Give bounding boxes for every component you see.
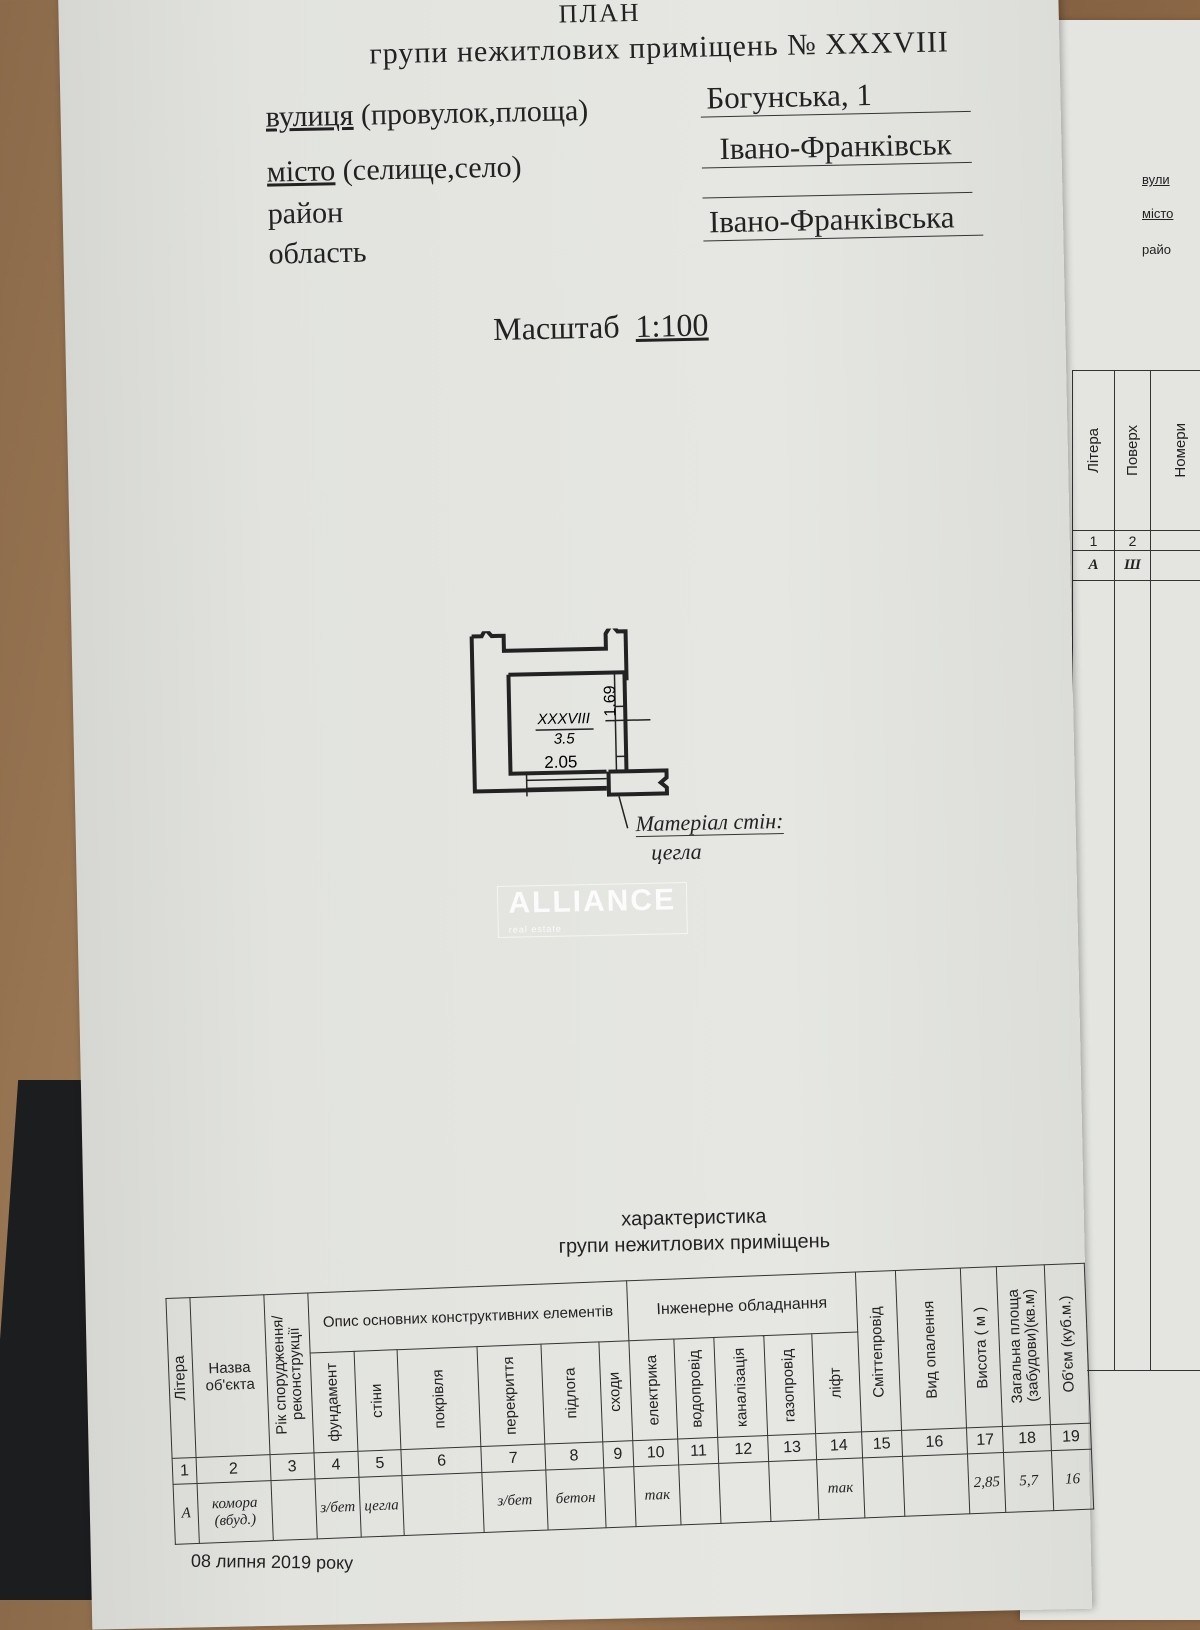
group-engineering: Інженерне обладнання — [656, 1294, 828, 1318]
column-number: 9 — [602, 1440, 634, 1468]
district-label: район — [267, 196, 344, 231]
right-page-line: вули — [1142, 172, 1170, 187]
column-number: 16 — [901, 1427, 968, 1457]
column-number: 4 — [313, 1451, 359, 1479]
column-header: сходи — [605, 1371, 625, 1412]
table-cell — [902, 1453, 971, 1517]
column-number: 8 — [544, 1441, 604, 1471]
column-header: Об'єм (куб.м.) — [1056, 1295, 1078, 1393]
table-cell — [270, 1478, 317, 1541]
table-cell — [679, 1463, 722, 1525]
table-cell: з/бет — [314, 1477, 361, 1539]
column-header: Літера — [171, 1355, 190, 1401]
document-page: ПЛАН групи нежитлових приміщень № XXXVII… — [58, 0, 1094, 1630]
table-cell — [768, 1459, 819, 1522]
column-header: газопровід — [779, 1347, 800, 1422]
table-cell — [603, 1466, 636, 1528]
city-label: місто — [266, 154, 336, 189]
watermark-brand: ALLIANCE — [508, 883, 677, 920]
number-cell: 2 — [1114, 530, 1151, 551]
table-cell: бетон — [545, 1467, 606, 1531]
column-number: 7 — [480, 1444, 546, 1473]
column-number: 3 — [269, 1452, 315, 1481]
column-number: 15 — [861, 1430, 903, 1458]
right-page-line: райо — [1142, 242, 1171, 257]
wall-material-label: Матеріал стін: — [635, 807, 784, 838]
region-value: Івано-Франківська — [702, 198, 984, 242]
header-cell: Літера — [1084, 428, 1102, 473]
table-cell — [862, 1456, 905, 1518]
room-area: 3.5 — [554, 730, 576, 747]
table-cell: так — [633, 1464, 682, 1527]
height-dimension: 1.69 — [602, 685, 620, 717]
characteristics-table: Літера Назва об'єкта Рік спорудження/ реко… — [165, 1263, 1094, 1545]
width-dimension: 2.05 — [544, 752, 577, 772]
column-header: Назва об'єкта — [205, 1358, 256, 1395]
table-cell: А — [173, 1483, 200, 1545]
column-number: 2 — [195, 1454, 271, 1484]
table-cell — [402, 1472, 485, 1536]
region-label: область — [268, 235, 367, 271]
room-number: XXXVIII — [536, 710, 590, 728]
right-page-line: місто — [1142, 206, 1174, 221]
column-number: 18 — [1002, 1424, 1052, 1453]
plan-title-top: ПЛАН — [558, 0, 641, 29]
column-header: каналізація — [730, 1346, 751, 1427]
district-value — [702, 170, 973, 199]
table-cell: 16 — [1051, 1449, 1094, 1511]
column-header: стіни — [367, 1382, 387, 1418]
scale-label: Масштаб — [492, 308, 620, 347]
table-cell: цегла — [358, 1475, 405, 1538]
city-value: Івано-Франківськ — [701, 125, 972, 169]
column-number: 6 — [401, 1446, 482, 1476]
group-construction: Опис основних конструктивних елементів — [322, 1302, 614, 1332]
column-number: 5 — [357, 1449, 403, 1478]
street-label: вулиця — [265, 98, 354, 134]
column-number: 11 — [678, 1437, 719, 1465]
wall-material-value: цегла — [650, 838, 702, 865]
column-header: перекриття — [500, 1355, 521, 1435]
header-cell: Поверх — [1123, 425, 1141, 476]
column-number: 19 — [1050, 1423, 1092, 1451]
column-number: 17 — [966, 1426, 1004, 1454]
floor-plan: XXXVIII 3.5 2.05 1.69 — [469, 624, 670, 829]
column-number: 13 — [767, 1433, 817, 1462]
column-number: 10 — [632, 1438, 680, 1467]
column-number: 14 — [815, 1431, 863, 1460]
watermark-sub: real estate — [508, 923, 562, 935]
street-hint: (провулок,площа) — [360, 93, 589, 132]
cell: Ш — [1114, 550, 1151, 581]
column-header: фундамент — [323, 1362, 344, 1442]
document-date: 08 липня 2019 року — [190, 1550, 354, 1573]
alliance-watermark: ALLIANCE real estate — [496, 882, 688, 938]
header-cell: Номери — [1171, 423, 1189, 478]
table-cell: з/бет — [481, 1470, 548, 1533]
street-value: Богунська, 1 — [700, 74, 971, 118]
scale-value: 1:100 — [635, 306, 709, 344]
cell: А — [1072, 550, 1115, 581]
plan-title: групи нежитлових приміщень № XXXVIII — [369, 25, 950, 71]
table-cell: так — [816, 1457, 865, 1520]
table-cell: 5,7 — [1003, 1450, 1054, 1513]
table-cell — [718, 1461, 771, 1524]
city-hint: (селище,село) — [342, 150, 522, 188]
table-cell: комора (вбуд.) — [196, 1480, 274, 1544]
column-header: Загальна площа (забудови)(кв.м) — [1004, 1288, 1042, 1404]
column-header: Висота ( м ) — [971, 1306, 992, 1389]
column-header: підлога — [561, 1367, 581, 1419]
column-header: Сміттепровід — [867, 1305, 888, 1398]
column-header: електрика — [642, 1354, 663, 1426]
column-header: Вид опалення — [919, 1299, 941, 1399]
column-header: Рік спорудження/ реконструкції — [269, 1314, 307, 1435]
column-header: водопровід — [685, 1349, 706, 1428]
column-number: 12 — [717, 1435, 769, 1464]
column-header: ліфт — [826, 1367, 846, 1399]
number-cell: 1 — [1072, 530, 1115, 551]
column-header: покрівля — [429, 1368, 449, 1429]
column-number: 1 — [172, 1457, 197, 1485]
table-cell: 2,85 — [967, 1452, 1006, 1514]
